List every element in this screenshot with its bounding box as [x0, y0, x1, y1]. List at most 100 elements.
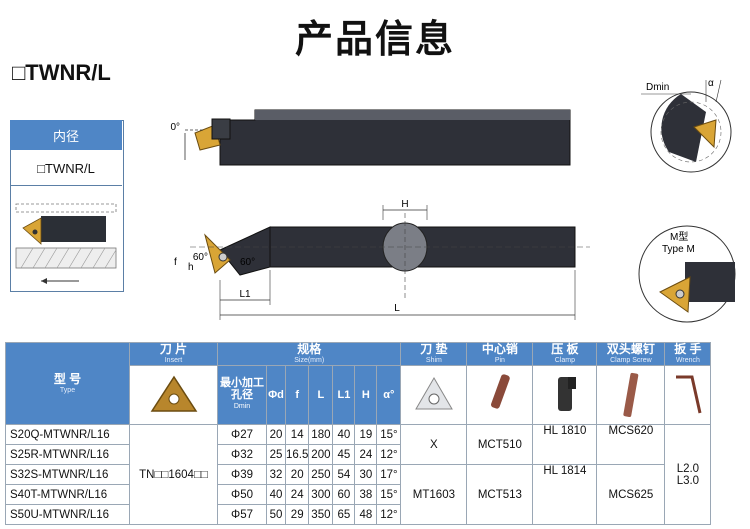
alpha-label: α [708, 78, 714, 89]
l-cell: 250 [308, 464, 334, 485]
internal-boring-diagram [15, 203, 117, 284]
f-cell: 14 [284, 424, 310, 445]
angle-sixty-right-label: 60° [240, 257, 255, 268]
clamp-screw-icon [623, 372, 639, 417]
f-cell: 29 [284, 504, 310, 525]
type-m-detail-drawing: M型 Type M [638, 225, 736, 323]
dmin-cell: Φ50 [217, 484, 267, 505]
f-label: f [174, 257, 177, 268]
d-cell: 20 [266, 424, 286, 445]
alpha-cell: 17° [376, 464, 402, 485]
wrench-value-1: L2.0 [676, 462, 700, 475]
l1-cell: 40 [332, 424, 356, 445]
alpha-cell: 15° [376, 484, 402, 505]
model-cell: S50U-MTWNR/L16 [5, 504, 130, 525]
boring-bar-drawing: 0° H 60° 60° f h L1 L [170, 109, 590, 320]
dmin-cell: Φ57 [217, 504, 267, 525]
f-cell: 16.5 [284, 444, 310, 465]
h-cell: 24 [354, 444, 378, 465]
header-h: H [354, 365, 378, 425]
l-cell: 350 [308, 504, 334, 525]
model-cell: S40T-MTWNR/L16 [5, 484, 130, 505]
dmin-cell: Φ27 [217, 424, 267, 445]
clamp-screw-cell: MCS620 [596, 424, 666, 465]
shim-image [400, 365, 468, 425]
header-l1: L1 [332, 365, 356, 425]
insert-icon [150, 375, 197, 412]
f-cell: 20 [284, 464, 310, 485]
l-cell: 200 [308, 444, 334, 465]
h-cell: 30 [354, 464, 378, 485]
l-cell: 180 [308, 424, 334, 445]
dmin-cell: Φ32 [217, 444, 267, 465]
clamp-cell: HL 1810 [532, 424, 598, 465]
h-cell: 19 [354, 424, 378, 445]
clamp-icon [557, 376, 576, 411]
insert-cell: TN□□1604□□ [129, 424, 218, 525]
shim-cell: MT1603 [400, 464, 468, 525]
model-cell: S20Q-MTWNR/L16 [5, 424, 130, 445]
d-cell: 50 [266, 504, 286, 525]
clamp-screw-image [596, 365, 666, 425]
legend-header: 内径 [10, 120, 122, 150]
wrench-image [664, 365, 712, 425]
l1-cell: 54 [332, 464, 356, 485]
clamp-screw-cell: MCS625 [596, 464, 666, 525]
dmin-label: Dmin [646, 82, 669, 93]
header-f: f [284, 365, 310, 425]
alpha-cell: 12° [376, 444, 402, 465]
clamp-image [532, 365, 598, 425]
angle-zero-label: 0° [170, 122, 180, 133]
pin-cell: MCT513 [466, 464, 534, 525]
h-cell: 38 [354, 484, 378, 505]
alpha-cell: 12° [376, 504, 402, 525]
wrench-value-2: L3.0 [676, 474, 700, 487]
dmin-detail-drawing: Dmin α [641, 78, 732, 173]
shim-cell: X [400, 424, 468, 465]
table-row: S40T-MTWNR/L16 Φ50 40 24 300 60 38 15° [5, 484, 711, 505]
l1-cell: 60 [332, 484, 356, 505]
dmin-cell: Φ39 [217, 464, 267, 485]
clamp-cell: HL 1814 [532, 464, 598, 525]
table-row: S50U-MTWNR/L16 Φ57 50 29 350 65 48 12° [5, 504, 711, 525]
l-label: L [394, 303, 400, 314]
pin-icon [490, 373, 510, 409]
d-cell: 32 [266, 464, 286, 485]
model-heading: □TWNR/L [12, 60, 111, 85]
l1-label: L1 [239, 289, 251, 300]
table-row: S20Q-MTWNR/L16 TN□□1604□□ Φ27 20 14 180 … [5, 424, 712, 525]
d-cell: 40 [266, 484, 286, 505]
wrench-icon [675, 375, 702, 413]
model-cell: S25R-MTWNR/L16 [5, 444, 130, 465]
header-l: L [308, 365, 334, 425]
page-title: 产品信息 [294, 17, 455, 61]
header-alpha: α° [376, 365, 402, 425]
legend-model: □TWNR/L [10, 151, 122, 186]
alpha-cell: 15° [376, 424, 402, 445]
d-cell: 25 [266, 444, 286, 465]
type-m-en-label: Type M [662, 244, 695, 255]
h-small-label: h [188, 262, 194, 273]
shim-icon [415, 376, 453, 409]
l1-cell: 45 [332, 444, 356, 465]
h-cell: 48 [354, 504, 378, 525]
header-d: Φd [266, 365, 286, 425]
insert-image [129, 365, 218, 425]
f-cell: 24 [284, 484, 310, 505]
table-row: S32S-MTWNR/L16 Φ39 32 20 250 54 30 17° M… [5, 464, 711, 525]
pin-cell: MCT510 [466, 424, 534, 465]
h-dimension-label: H [401, 199, 408, 210]
wrench-cell: L2.0 L3.0 [664, 424, 712, 525]
pin-image [466, 365, 534, 425]
model-cell: S32S-MTWNR/L16 [5, 464, 130, 485]
l-cell: 300 [308, 484, 334, 505]
angle-sixty-left-label: 60° [193, 252, 208, 263]
